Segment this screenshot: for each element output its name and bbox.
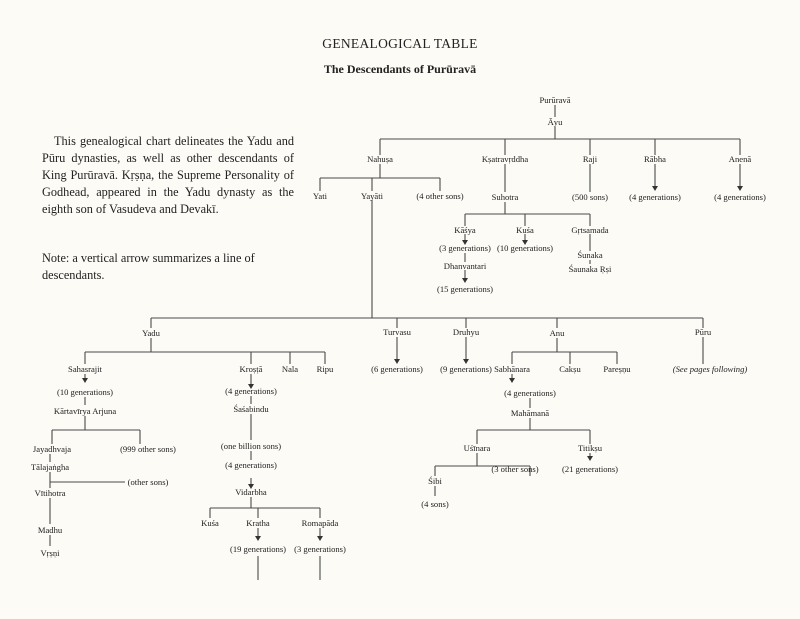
node-nala: Nala — [282, 364, 298, 374]
node-raji-sons: (500 sons) — [572, 192, 608, 202]
node-kusa-suhotra: Kuśa — [516, 225, 534, 235]
node-turvasu: Turvasu — [383, 327, 412, 337]
node-yadu: Yadu — [142, 328, 160, 338]
node-krosta-generations: (4 generations) — [225, 386, 277, 396]
node-yati: Yati — [313, 191, 328, 201]
node-sabhanara-generations: (4 generations) — [504, 388, 556, 398]
node-sasabindu: Śaśabindu — [233, 404, 269, 414]
node-ripu: Ripu — [317, 364, 334, 374]
node-vitihotra: Vītihotra — [34, 488, 65, 498]
chart-title: GENEALOGICAL TABLE — [322, 36, 477, 51]
node-dhanvantari-generations: (15 generations) — [437, 284, 493, 294]
node-jayadhvaja: Jayadhvaja — [33, 444, 71, 454]
node-sibi: Śibi — [428, 476, 442, 486]
node-puru-note: (See pages following) — [673, 364, 748, 374]
chart-subtitle: The Descendants of Purūravā — [324, 62, 476, 76]
node-kartavirya-other-sons: (999 other sons) — [120, 444, 176, 454]
node-anena-generations: (4 generations) — [714, 192, 766, 202]
node-grtsamada: Gṛtsamada — [571, 225, 608, 235]
node-raji: Raji — [583, 154, 598, 164]
node-romapada-generations: (3 generations) — [294, 544, 346, 554]
node-kasya-generations: (3 generations) — [439, 243, 491, 253]
node-turvasu-generations: (6 generations) — [371, 364, 423, 374]
node-sahasrajit-generations: (10 generations) — [57, 387, 113, 397]
node-pururava: Purūravā — [539, 95, 570, 105]
intro-paragraph: This genealogical chart delineates the Y… — [42, 134, 294, 216]
node-anena: Anenā — [729, 154, 752, 164]
node-madhu: Madhu — [38, 525, 63, 535]
node-nahusa: Nahuṣa — [367, 154, 393, 164]
node-usinara-other-sons: (3 other sons) — [491, 464, 538, 474]
node-suhotra: Suhotra — [492, 192, 519, 202]
node-dhanvantari: Dhanvantari — [444, 261, 487, 271]
node-vidarbha: Vidarbha — [235, 487, 267, 497]
node-kasya: Kāśya — [454, 225, 476, 235]
node-nahusa-other-sons: (4 other sons) — [416, 191, 463, 201]
arrow-note: Note: a vertical arrow summarizes a line… — [42, 251, 255, 282]
node-vrsni: Vṛṣṇi — [40, 548, 60, 558]
node-rabha-generations: (4 generations) — [629, 192, 681, 202]
node-sasabindu-sons: (one billion sons) — [221, 441, 281, 451]
node-sabhanara: Sabhānara — [494, 364, 530, 374]
node-talajangha: Tālajaṅgha — [31, 462, 69, 472]
node-mahamana: Mahāmanā — [511, 408, 549, 418]
node-kratha-generations: (19 generations) — [230, 544, 286, 554]
node-titiksu: Titikṣu — [578, 443, 603, 453]
node-usinara: Uśīnara — [464, 443, 491, 453]
node-kartavirya-arjuna: Kārtavīrya Arjuna — [54, 406, 116, 416]
node-yayati: Yayāti — [361, 191, 384, 201]
node-sibi-sons: (4 sons) — [421, 499, 449, 509]
node-kusa-generations: (10 generations) — [497, 243, 553, 253]
node-anu: Anu — [550, 328, 566, 338]
node-sunaka: Śunaka — [577, 250, 602, 260]
arrowheads — [82, 186, 743, 541]
node-romapada: Romapāda — [302, 518, 339, 528]
node-druhyu: Druhyu — [453, 327, 480, 337]
node-puru: Pūru — [695, 327, 712, 337]
node-sasabindu-generations: (4 generations) — [225, 460, 277, 470]
node-ksatravrddha: Kṣatravṛddha — [482, 154, 528, 164]
node-saunaka-rsi: Śaunaka Ṛṣi — [569, 264, 612, 274]
node-titiksu-generations: (21 generations) — [562, 464, 618, 474]
node-ayu: Āyu — [548, 117, 564, 127]
node-krosta: Kroṣṭā — [240, 364, 263, 374]
node-kusa-vidarbha: Kuśa — [201, 518, 219, 528]
node-talajangha-other-sons: (other sons) — [128, 477, 169, 487]
node-sahasrajit: Sahasrajit — [68, 364, 103, 374]
node-caksu: Cakṣu — [559, 364, 581, 374]
node-paresnu: Pareṣṇu — [603, 364, 631, 374]
connector-lines — [49, 105, 741, 580]
node-kratha: Kratha — [246, 518, 270, 528]
node-rabha: Rābha — [644, 154, 666, 164]
node-druhyu-generations: (9 generations) — [440, 364, 492, 374]
